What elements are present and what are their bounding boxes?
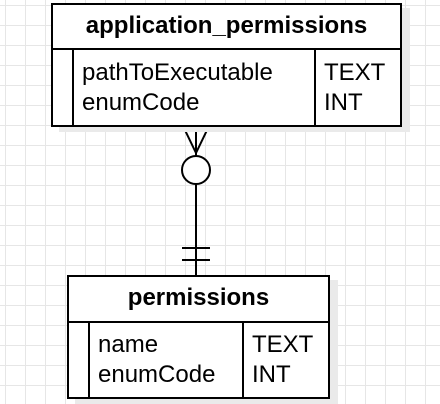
- entity-title: application_permissions: [85, 12, 368, 39]
- header-divider: [69, 321, 328, 323]
- column-name: enumCode: [98, 361, 216, 388]
- header-divider: [53, 48, 400, 50]
- column-type: INT: [252, 361, 291, 388]
- crowfoot-left-prong: [182, 125, 197, 154]
- entity-permissions[interactable]: permissions name enumCode TEXT INT: [67, 275, 330, 399]
- type-column-divider: [242, 323, 244, 397]
- column-type: TEXT: [252, 331, 314, 358]
- zero-or-many-symbol: [181, 125, 211, 185]
- column-type: TEXT: [324, 59, 386, 86]
- column-name: enumCode: [82, 89, 200, 116]
- crowfoot-right-prong: [195, 125, 210, 154]
- column-name: name: [98, 331, 159, 358]
- column-type: INT: [324, 89, 363, 116]
- key-column-divider: [88, 323, 90, 397]
- key-column-divider: [72, 50, 74, 125]
- entity-title: permissions: [127, 284, 270, 311]
- exactly-one-symbol: [182, 247, 210, 261]
- column-name: pathToExecutable: [82, 59, 273, 86]
- type-column-divider: [314, 50, 316, 125]
- zero-circle: [181, 155, 211, 185]
- entity-application-permissions[interactable]: application_permissions pathToExecutable…: [51, 3, 402, 127]
